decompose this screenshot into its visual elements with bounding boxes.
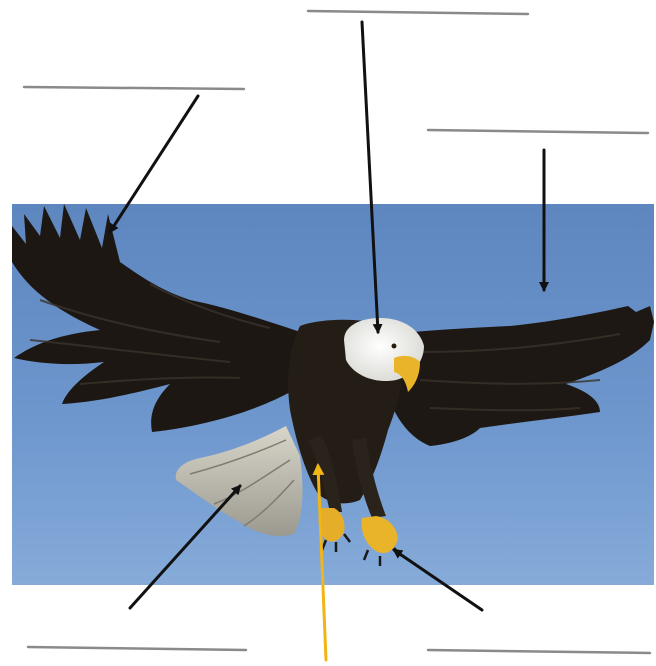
answer-line-head[interactable]	[308, 11, 528, 14]
bald-eagle-photo	[12, 204, 654, 585]
answer-line-wing-feathers[interactable]	[24, 87, 244, 89]
answer-line-talons[interactable]	[428, 650, 650, 653]
answer-line-tail[interactable]	[28, 647, 246, 650]
answer-line-wing[interactable]	[428, 130, 648, 133]
eye	[392, 344, 397, 349]
